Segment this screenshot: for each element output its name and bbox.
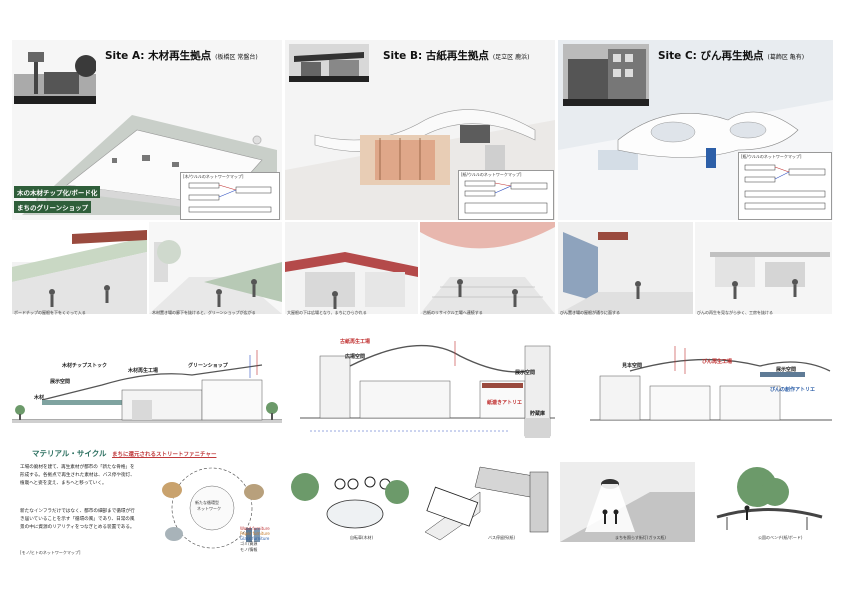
site-a-banner-2: まちのグリーンショップ [14, 201, 92, 213]
site-a-location: (板橋区 常盤台) [215, 54, 258, 61]
perspective-b2 [420, 222, 555, 314]
section-a-label-stock: 木材チップストック [62, 363, 108, 369]
site-b-title: Site B: 古紙再生拠点(足立区 鹿浜) [383, 50, 530, 62]
perspective-c2 [695, 222, 832, 314]
section-c-label-factory: びん再生工場 [702, 359, 733, 365]
vignette-caption-park-bench: 公園のベンチ(紙/ボード) [758, 535, 803, 540]
perspective-caption-a1: ボードチップの屋根を下をくぐって入る [14, 310, 86, 315]
legend-item-paper: Paper furniture [240, 531, 270, 536]
material-cycle-paragraph-1: 工場の廃材を建て、再生素材が都市の「新たな骨格」を形成する。各拠点で再生された素… [20, 465, 135, 486]
section-c-label-gallery: 展示空間 [776, 367, 797, 373]
perspective-caption-b2: 古紙のリサイクル工場へ連続する [423, 310, 483, 315]
section-b-label-atelier: 紙漉きアトリエ [487, 400, 523, 406]
material-cycle-title: マテリアル・サイクル [32, 449, 107, 458]
material-cycle-diagram [162, 467, 264, 549]
section-c [590, 336, 832, 440]
perspective-a2 [149, 222, 282, 314]
vignette-park-bench [697, 462, 832, 542]
site-b-network-diagram: [紙/ウルルのネットワークマップ] [458, 170, 554, 220]
material-cycle-caption: [モノ/ヒトのネットワークマップ] [20, 550, 81, 555]
site-a-title: Site A: 木材再生拠点(板橋区 常盤台) [105, 50, 258, 62]
section-a-label-wood: 木材 [34, 395, 45, 401]
section-a-label-factory: 木材再生工場 [128, 368, 159, 374]
perspective-caption-b1: 大屋根の下は広場となり、まちにひらかれる [287, 310, 367, 315]
section-c-label-atelier: びんの創作アトリエ [770, 387, 816, 393]
legend-item-info: モノ/情報 [240, 547, 258, 552]
perspective-c1 [558, 222, 693, 314]
material-cycle-center: 新たな循環型 [195, 500, 219, 505]
vignette-bus-stop [420, 462, 557, 542]
perspective-b1 [285, 222, 418, 314]
section-b-label-gallery: 展示空間 [515, 370, 536, 376]
perspective-caption-c1: びん置き場の屋根が通りに面する [560, 310, 620, 315]
material-cycle-panel: マテリアル・サイクル まちに還元されるストリートファニチャー 工場の廃材を建て、… [12, 448, 282, 558]
material-cycle-legend: Wood furniture Paper furniture Glass fur… [240, 526, 270, 553]
site-a-photo [14, 44, 97, 104]
section-b-label-square: 広場空間 [345, 354, 366, 360]
material-cycle-center-2: ネットワーク [197, 506, 221, 511]
site-c-location: (葛飾区 亀有) [767, 54, 805, 61]
site-b-photo [289, 44, 369, 82]
vignette-caption-street-light: まちを照らす街灯(ガラス瓶) [615, 535, 666, 540]
legend-item-waste: ゴミ/資源 [240, 541, 258, 546]
legend-item-glass: Glass furniture [240, 536, 270, 541]
section-b-label-factory: 古紙再生工場 [340, 339, 371, 345]
legend-item-wood: Wood furniture [240, 526, 270, 531]
site-c-photo [563, 44, 649, 106]
site-b-location: (足立区 鹿浜) [492, 54, 530, 61]
vignette-bicycle [285, 462, 417, 542]
site-a-network-diagram: [木/ウルルのネットワークマップ] [180, 172, 280, 220]
section-b [300, 326, 555, 450]
site-c-network-diagram: [瓶/ウルルのネットワークマップ] [738, 152, 832, 220]
vignette-caption-bicycle: 自転車(木材) [350, 535, 374, 540]
material-cycle-paragraph-2: 新たなインフラだけではなく、都市の細部まで循環が行き届いていることを示す「循環の… [20, 509, 135, 530]
section-a-label-lobby: 展示空間 [50, 379, 71, 385]
perspective-caption-c2: びんの再生を見ながら歩く、工房を抜ける [697, 310, 773, 315]
section-c-label-arrival: 見本空間 [622, 363, 643, 369]
material-cycle-subtitle: まちに還元されるストリートファニチャー [112, 452, 217, 458]
vignette-street-light [560, 462, 695, 542]
site-c-diagram-caption: [瓶/ウルルのネットワークマップ] [741, 154, 802, 159]
site-b-diagram-caption: [紙/ウルルのネットワークマップ] [461, 172, 522, 177]
site-a-diagram-caption: [木/ウルルのネットワークマップ] [183, 174, 244, 179]
site-c-title: Site C: びん再生拠点(葛飾区 亀有) [658, 50, 805, 62]
perspective-caption-a2: 木材置き場の廊下を抜けると、グリーンショップが広がる [152, 310, 256, 315]
section-b-label-yard: 貯蔵庫 [530, 411, 546, 417]
section-a-label-shop: グリーンショップ [188, 363, 228, 369]
section-a [12, 330, 282, 440]
perspective-a1 [12, 222, 147, 314]
vignette-caption-bus-stop: バス停留所(紙) [488, 535, 516, 540]
site-a-banner-1: 木の木材チップ化/ボード化 [14, 186, 101, 198]
